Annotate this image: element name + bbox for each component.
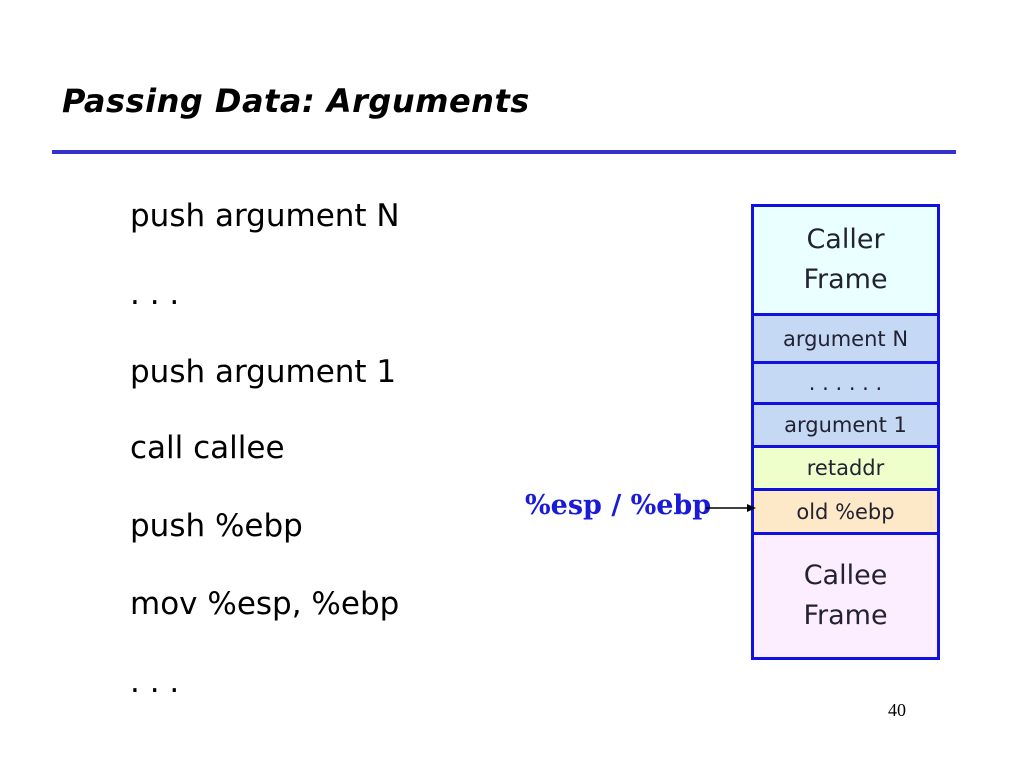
esp-ebp-pointer-label: %esp / %ebp <box>525 490 712 521</box>
callee-frame-line-2: Frame <box>803 600 888 631</box>
stack-separator <box>754 445 937 448</box>
stack-diagram: Caller Frame argument N . . . . . . argu… <box>751 204 940 660</box>
pointer-arrow <box>706 504 756 512</box>
stack-separator <box>754 488 937 491</box>
title-divider <box>52 150 956 154</box>
code-line-push-ebp: push %ebp <box>130 508 303 544</box>
code-line-push-arg-n: push argument N <box>130 198 400 234</box>
code-line-ellipsis-2: . . . <box>130 664 180 700</box>
page-number: 40 <box>888 700 906 720</box>
argument-n-cell: argument N <box>754 316 937 361</box>
stack-separator <box>754 532 937 535</box>
code-line-ellipsis-1: . . . <box>130 276 180 312</box>
retaddr-label: retaddr <box>806 456 885 480</box>
argument-1-label: argument 1 <box>784 413 907 437</box>
code-line-push-arg-1: push argument 1 <box>130 354 397 390</box>
callee-frame-line-1: Callee <box>803 560 888 591</box>
caller-frame-line-1: Caller <box>806 224 885 255</box>
retaddr-cell: retaddr <box>754 448 937 488</box>
caller-frame-line-2: Frame <box>803 264 888 295</box>
stack-separator <box>754 361 937 364</box>
stack-separator <box>754 313 937 316</box>
ellipsis-cell: . . . . . . <box>754 364 937 402</box>
code-line-call-callee: call callee <box>130 430 285 466</box>
old-ebp-cell: old %ebp <box>754 491 937 532</box>
argument-n-label: argument N <box>782 326 909 351</box>
ellipsis-label: . . . . . . <box>808 371 883 395</box>
old-ebp-label: old %ebp <box>796 499 895 524</box>
slide-title: Passing Data: Arguments <box>62 82 530 120</box>
caller-frame-cell: Caller Frame <box>754 207 937 313</box>
stack-separator <box>754 402 937 405</box>
code-line-mov-esp-ebp: mov %esp, %ebp <box>130 586 400 622</box>
argument-1-cell: argument 1 <box>754 405 937 445</box>
callee-frame-cell: Callee Frame <box>754 535 937 657</box>
